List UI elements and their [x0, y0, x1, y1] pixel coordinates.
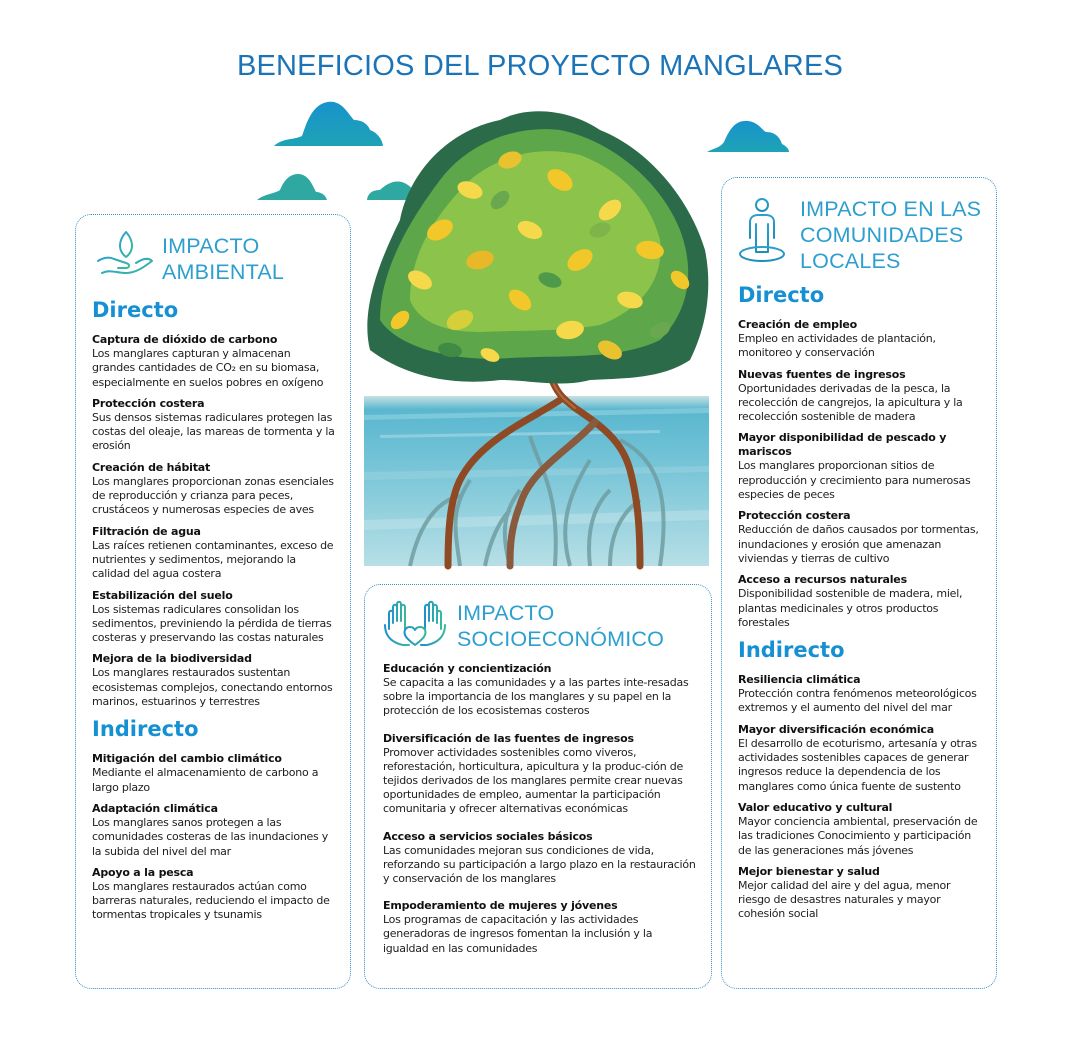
list-item: Mayor disponibilidad de pescado y marisc… [738, 431, 971, 502]
environmental-impact-card: IMPACTO AMBIENTAL Directo Captura de dió… [75, 214, 351, 989]
cloud-icon [367, 181, 415, 200]
card-title: IMPACTO AMBIENTAL [162, 234, 285, 284]
local-communities-card: IMPACTO EN LAS COMUNIDADES LOCALES Direc… [721, 177, 997, 989]
section-heading-indirect: Indirecto [738, 638, 845, 663]
hands-heart-icon [384, 600, 446, 646]
section-heading-direct: Directo [92, 298, 179, 322]
section-heading-direct: Directo [738, 283, 825, 307]
cloud-icon [257, 174, 327, 200]
list-item: Diversificación de las fuentes de ingres… [383, 731, 683, 816]
cloud-icon [274, 101, 383, 146]
page-title: BENEFICIOS DEL PROYECTO MANGLARES [236, 50, 844, 82]
section-heading-indirect: Indirecto [92, 717, 199, 742]
card-title: IMPACTO EN LAS COMUNIDADES LOCALES [800, 197, 982, 273]
socioeconomic-impact-card: IMPACTO SOCIOECONÓMICO Educación y conci… [364, 584, 712, 989]
hand-sprout-icon [97, 231, 153, 274]
card-title: IMPACTO SOCIOECONÓMICO [457, 601, 665, 651]
person-standing-icon [739, 198, 785, 262]
mangrove-tree-illustration [364, 111, 709, 570]
cloud-icon [707, 120, 789, 152]
